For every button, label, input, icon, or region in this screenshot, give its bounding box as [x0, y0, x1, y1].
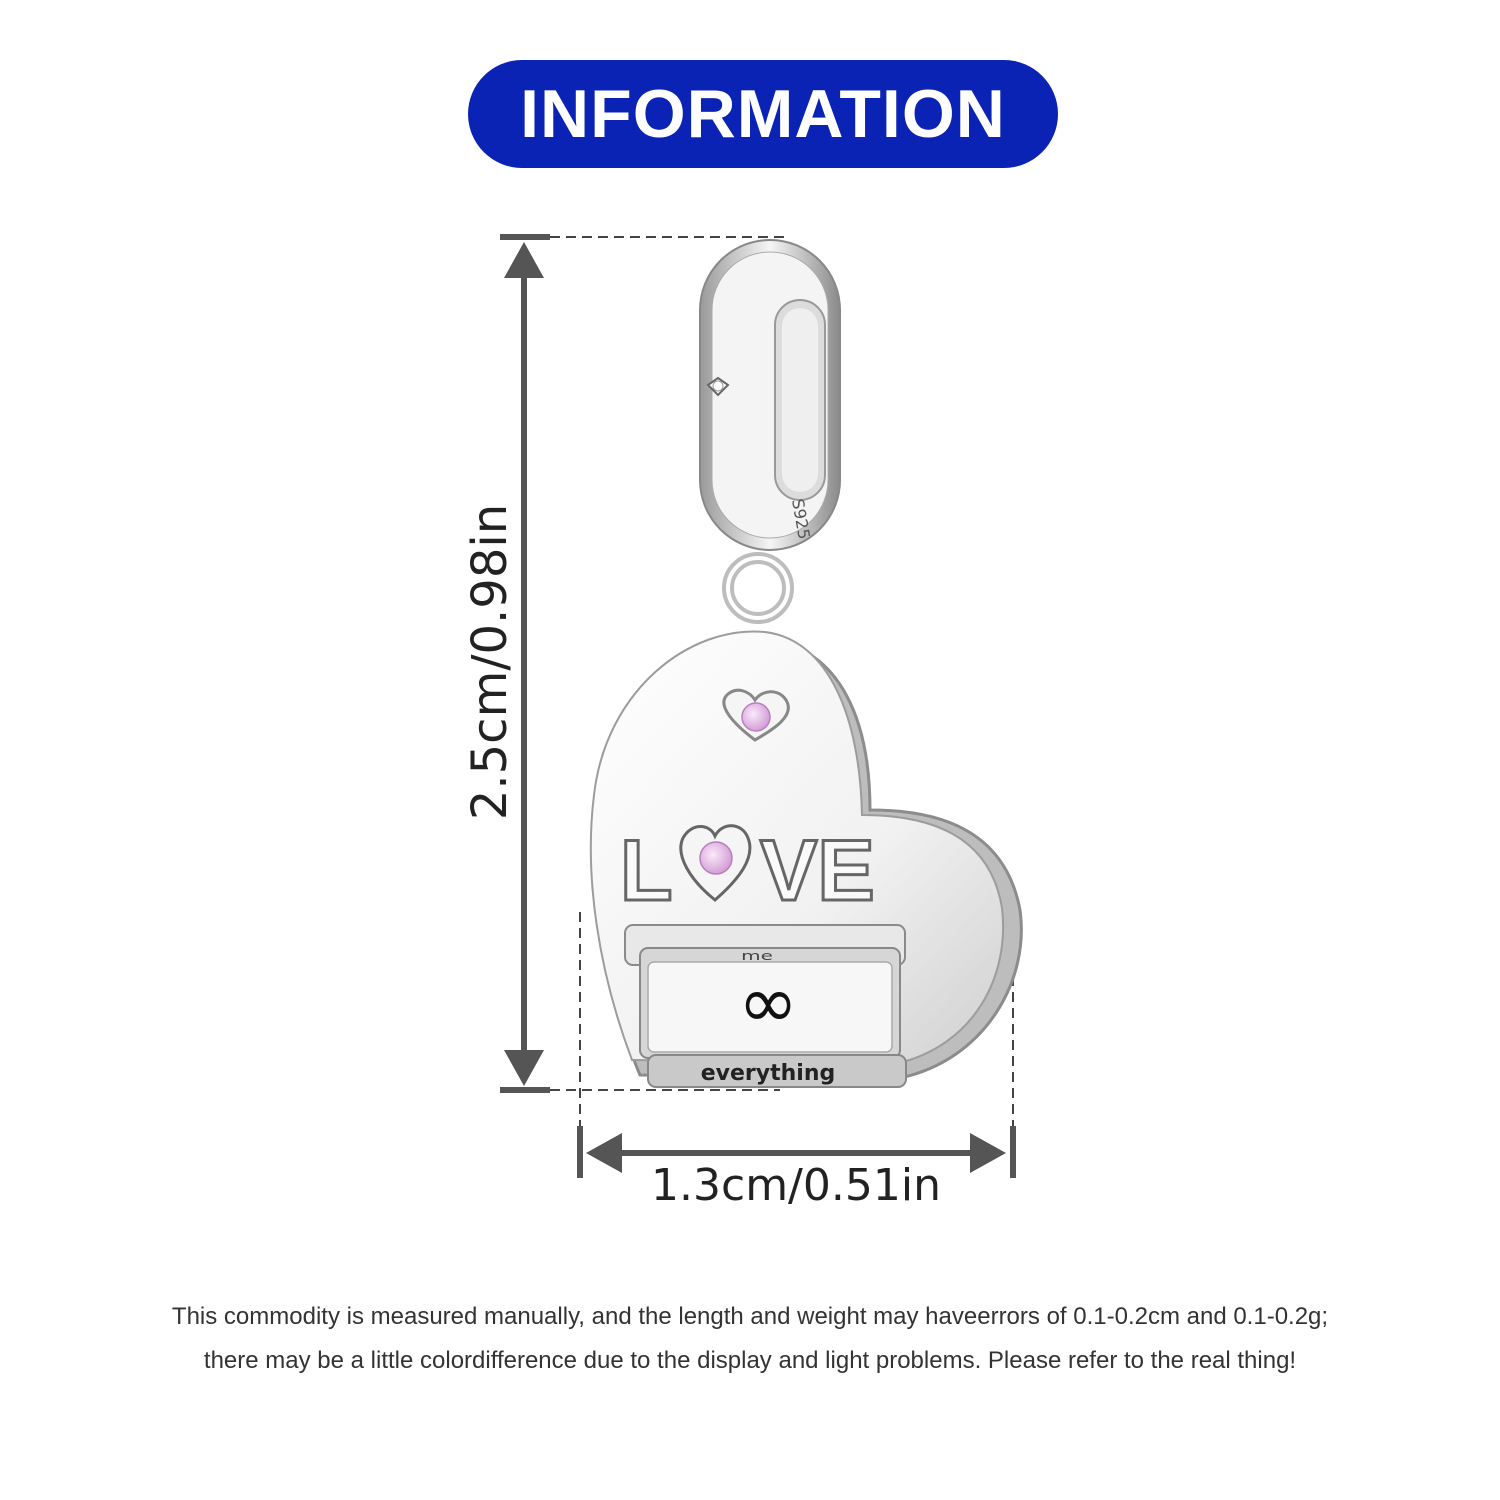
love-letter-l: L [620, 823, 673, 919]
charm-bail: S925 [699, 239, 841, 551]
inscription-panel: me ∞ everything [624, 924, 907, 1088]
disclaimer-line-2: there may be a little colordifference du… [203, 1347, 1297, 1374]
infinity-icon: ∞ [738, 960, 798, 1044]
width-label: 1.3cm/0.51in [651, 1160, 941, 1211]
panel-bottom-text: everything [701, 1061, 836, 1086]
header-title: INFORMATION [520, 76, 1006, 152]
love-lettering: L VE [619, 822, 877, 921]
information-header-badge: INFORMATION [468, 60, 1058, 168]
disclaimer: This commodity is measured manually, and… [60, 1295, 1440, 1383]
arrow-down-icon [504, 1050, 544, 1086]
height-dimension [500, 234, 790, 1093]
arrow-right-icon [970, 1133, 1006, 1173]
panel-top-text: me [741, 949, 773, 963]
arrow-left-icon [586, 1133, 622, 1173]
height-label: 2.5cm/0.98in [462, 503, 518, 821]
top-gem-heart-icon [722, 688, 790, 742]
arrow-up-icon [504, 242, 544, 278]
disclaimer-line-1: This commodity is measured manually, and… [171, 1303, 1329, 1330]
love-letters-ve: VE [760, 823, 875, 919]
